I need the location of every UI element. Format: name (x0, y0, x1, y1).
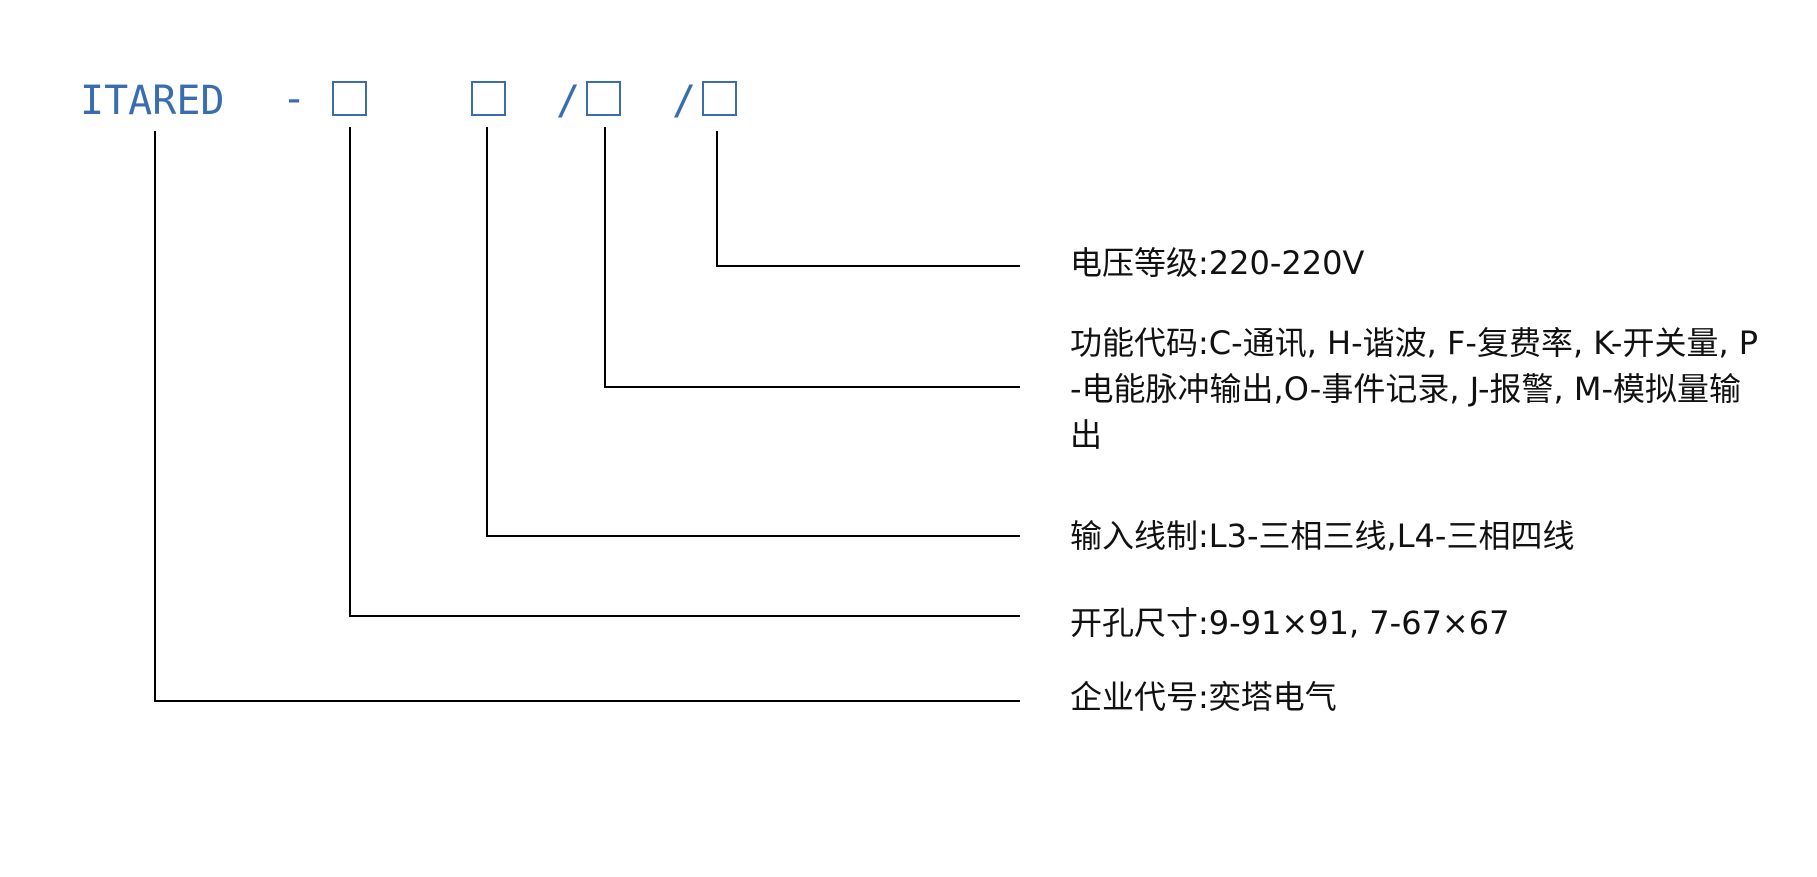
field-cutout-value: 9-91×91, 7-67×67 (1208, 604, 1510, 642)
separator-dash: - (282, 76, 306, 122)
placeholder-box-wiring (471, 81, 506, 116)
field-cutout: 开孔尺寸:9-91×91, 7-67×67 (1070, 600, 1509, 646)
placeholder-box-cutout (332, 81, 367, 116)
model-prefix: ITARED (80, 78, 225, 124)
field-voltage-label: 电压等级: (1070, 244, 1209, 282)
field-wiring-label: 输入线制: (1070, 517, 1209, 555)
leader-line-function (604, 127, 1020, 388)
field-function: 功能代码:C-通讯, H-谐波, F-复费率, K-开关量, P-电能脉冲输出,… (1070, 320, 1760, 458)
field-company-value: 奕塔电气 (1208, 678, 1337, 716)
placeholder-box-function (586, 81, 621, 116)
field-cutout-label: 开孔尺寸: (1070, 604, 1209, 642)
leader-line-company (154, 131, 1020, 702)
field-function-value: C-通讯, H-谐波, F-复费率, K-开关量, P-电能脉冲输出,O-事件记… (1070, 324, 1759, 454)
field-company-label: 企业代号: (1070, 678, 1209, 716)
leader-line-cutout (349, 127, 1020, 617)
leader-line-voltage (716, 131, 1020, 267)
field-wiring-value: L3-三相三线,L4-三相四线 (1208, 517, 1575, 555)
leader-line-wiring (486, 127, 1020, 537)
separator-slash-2: / (672, 78, 696, 124)
field-function-label: 功能代码: (1070, 324, 1209, 362)
field-voltage: 电压等级:220-220V (1070, 240, 1364, 286)
separator-slash-1: / (556, 78, 580, 124)
field-wiring: 输入线制:L3-三相三线,L4-三相四线 (1070, 513, 1574, 559)
field-company: 企业代号:奕塔电气 (1070, 674, 1337, 720)
placeholder-box-voltage (702, 81, 737, 116)
field-voltage-value: 220-220V (1208, 244, 1365, 282)
